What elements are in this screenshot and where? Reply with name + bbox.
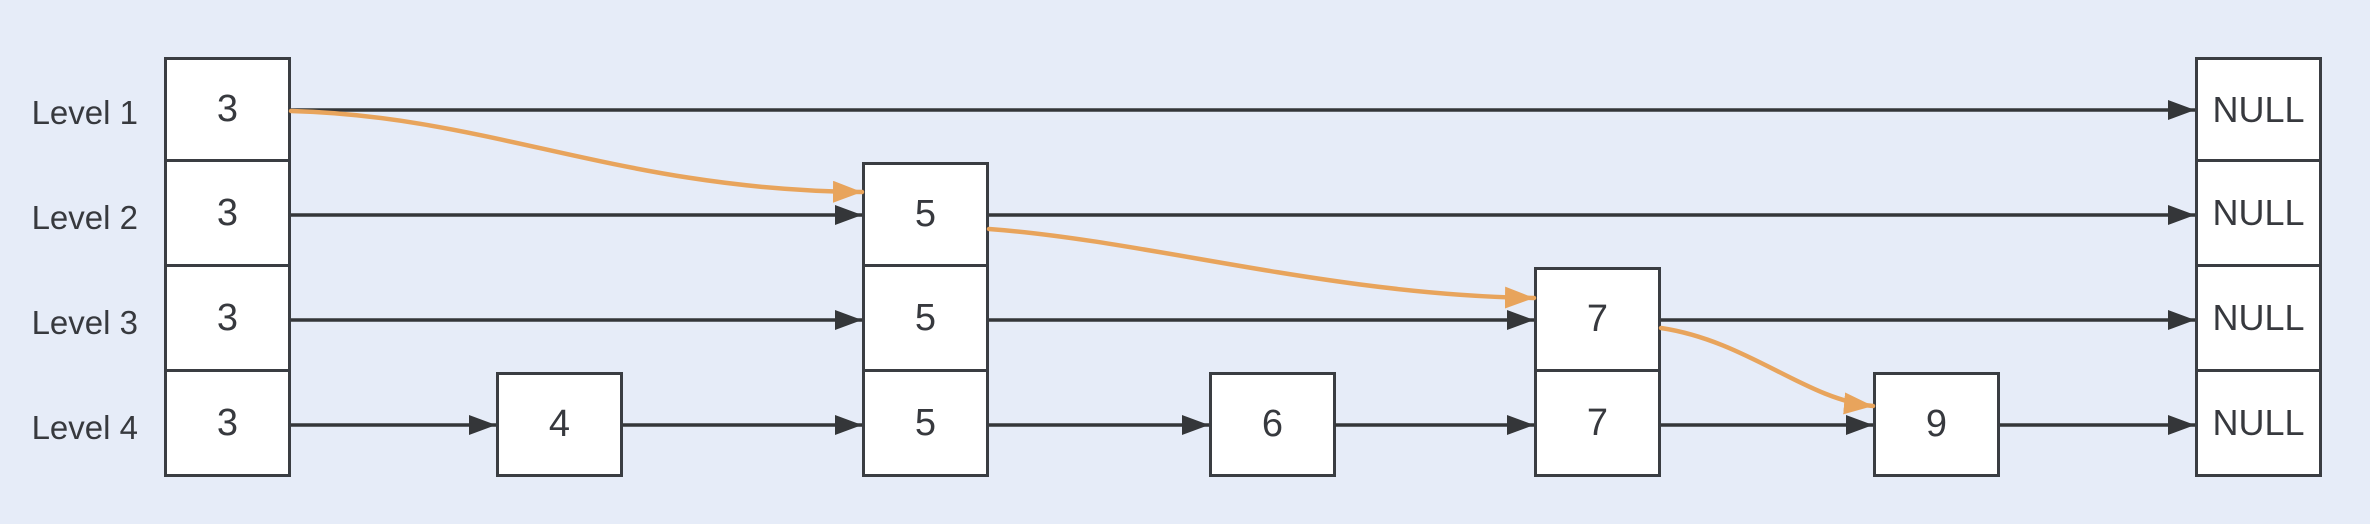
node-head-level2: 3 <box>164 159 291 267</box>
node-5-level3: 5 <box>862 264 989 372</box>
node-5-level4: 5 <box>862 369 989 477</box>
node-4-tower: 4 <box>496 372 623 477</box>
node-5-tower: 5 5 5 <box>862 162 989 477</box>
level-2-label: Level 2 <box>31 199 138 236</box>
node-9-tower: 9 <box>1873 372 2000 477</box>
null-level4: NULL <box>2195 369 2322 477</box>
search-hop-5-to-7 <box>986 226 1537 309</box>
node-6-level4: 6 <box>1209 372 1336 477</box>
node-6-tower: 6 <box>1209 372 1336 477</box>
level-1-label: Level 1 <box>31 94 138 131</box>
node-7-level4: 7 <box>1534 369 1661 477</box>
node-head-tower: 3 3 3 3 <box>164 57 291 477</box>
level-4-label: Level 4 <box>31 409 138 446</box>
null-level2: NULL <box>2195 159 2322 267</box>
search-hop-7-to-9 <box>1658 325 1876 415</box>
null-level3: NULL <box>2195 264 2322 372</box>
null-tower: NULL NULL NULL NULL <box>2195 57 2322 477</box>
node-9-level4: 9 <box>1873 372 2000 477</box>
node-7-level3: 7 <box>1534 267 1661 372</box>
search-hop-3-to-5 <box>288 108 865 203</box>
level-3-label: Level 3 <box>31 304 138 341</box>
node-7-tower: 7 7 <box>1534 267 1661 477</box>
node-head-level4: 3 <box>164 369 291 477</box>
node-head-level1: 3 <box>164 57 291 162</box>
null-level1: NULL <box>2195 57 2322 162</box>
node-head-level3: 3 <box>164 264 291 372</box>
node-4-level4: 4 <box>496 372 623 477</box>
node-5-level2: 5 <box>862 162 989 267</box>
